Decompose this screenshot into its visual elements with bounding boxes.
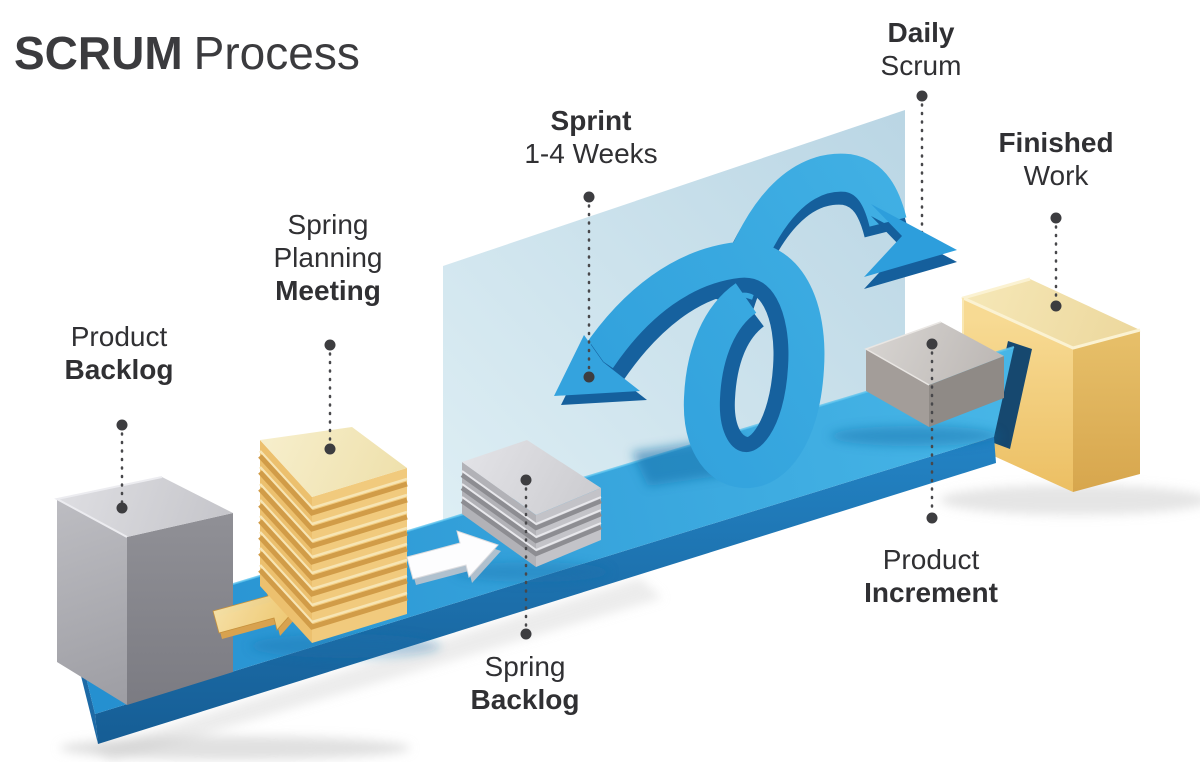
label-sprint-backlog: Spring Backlog xyxy=(470,651,580,716)
sprint-planning-stack xyxy=(258,427,408,643)
board-slot xyxy=(986,341,1032,449)
page-title-regular: Process xyxy=(193,27,360,79)
label-sprint-planning-meeting: Spring Planning Meeting xyxy=(273,209,383,307)
label-product-backlog: Product Backlog xyxy=(64,321,174,386)
page-title-bold: SCRUM xyxy=(14,27,183,79)
connector-dots xyxy=(116,191,1062,640)
forward-arrow-white-icon xyxy=(406,530,501,585)
connectors xyxy=(120,195,1058,636)
label-product-increment: Product Increment xyxy=(864,544,998,609)
connector-daily-scrum xyxy=(916,90,928,248)
product-backlog-block xyxy=(54,476,233,705)
product-increment-box xyxy=(864,321,1004,427)
label-finished-work: Finished Work xyxy=(998,127,1114,192)
ground-shadow xyxy=(60,485,1200,762)
sprint-backlog-stack xyxy=(460,440,602,567)
label-daily-scrum: Daily Scrum xyxy=(880,17,962,82)
label-sprint-duration: Sprint 1-4 Weeks xyxy=(524,105,658,170)
sprint-loop-arrow xyxy=(554,241,825,488)
